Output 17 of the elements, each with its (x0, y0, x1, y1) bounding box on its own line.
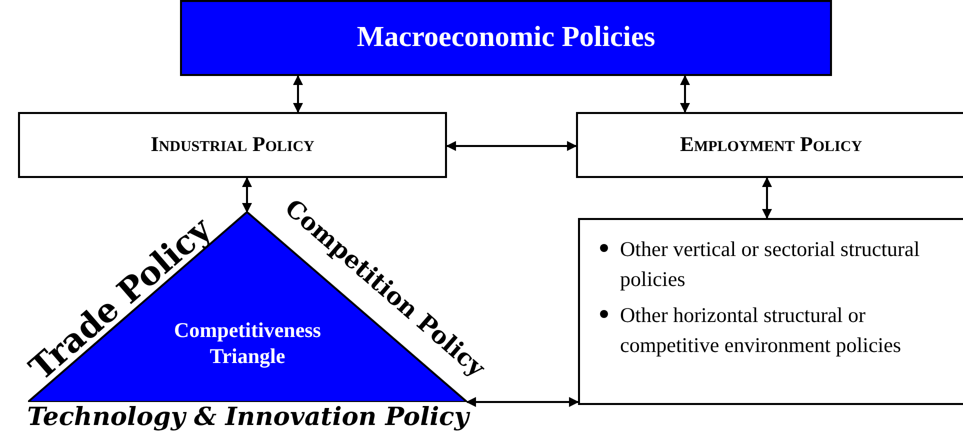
box-title: Industrial Policy (150, 131, 314, 158)
double-arrow (293, 75, 303, 113)
policy-box (576, 112, 963, 178)
policy-box (18, 112, 447, 178)
list-item: Other vertical or sectorial structural policies (620, 236, 921, 293)
triangle-label: Competitiveness Triangle (173, 318, 321, 369)
double-arrow (446, 141, 577, 151)
double-arrow (680, 75, 690, 113)
policy-list-box (578, 218, 963, 405)
box-title: Employment Policy (680, 131, 862, 158)
banner-title: Macroeconomic Policies (356, 20, 656, 56)
list-item: Other horizontal structural or competitive environment policies (620, 302, 902, 359)
double-arrow (466, 397, 579, 407)
policy-banner (180, 0, 832, 76)
double-arrow (242, 177, 252, 213)
side-label: Technology & Innovation Policy (26, 404, 472, 429)
double-arrow (762, 177, 772, 219)
